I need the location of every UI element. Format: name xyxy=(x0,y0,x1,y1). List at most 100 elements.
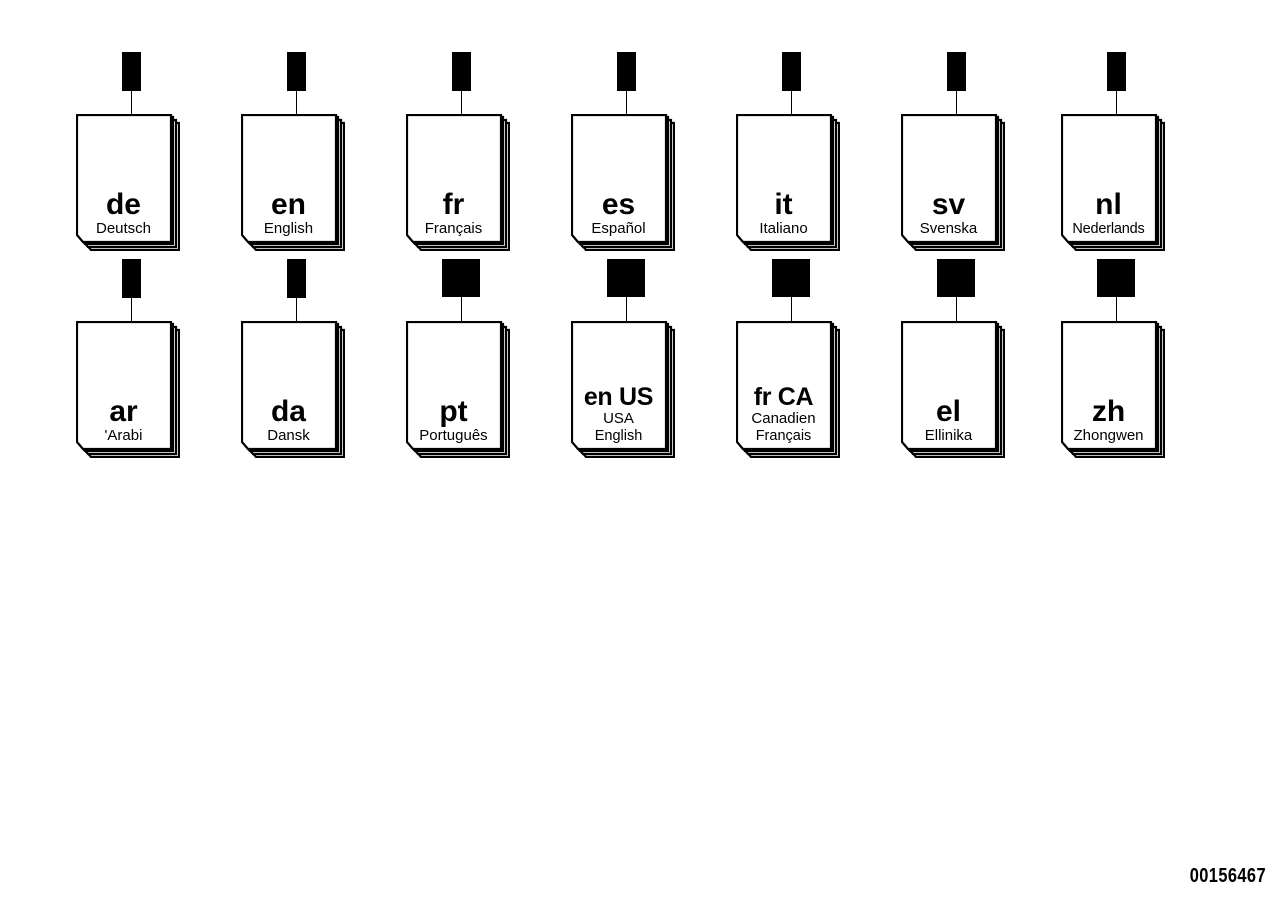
language-name: Español xyxy=(591,220,646,238)
connector-stem xyxy=(955,297,957,321)
connector-stem xyxy=(460,91,462,114)
connector-stem xyxy=(790,91,792,114)
connector-stem xyxy=(1115,297,1117,321)
connector-block-icon xyxy=(122,259,141,298)
connector-stem xyxy=(625,91,627,114)
language-code: en US xyxy=(583,382,654,411)
connector xyxy=(406,52,516,114)
language-code: el xyxy=(935,394,962,428)
connector xyxy=(241,52,351,114)
language-name: Svenska xyxy=(919,220,978,238)
connector-block-icon xyxy=(607,259,645,297)
connector-stem xyxy=(625,297,627,321)
language-name: Nederlands xyxy=(1072,220,1145,237)
connector xyxy=(571,52,681,114)
connector-block-icon xyxy=(937,259,975,297)
connector-block-icon xyxy=(772,259,810,297)
language-code: en xyxy=(270,187,306,221)
card-text: ar'Arabi xyxy=(76,321,171,450)
connector-stem xyxy=(295,298,297,321)
connector-block-icon xyxy=(1107,52,1126,91)
language-code: es xyxy=(601,187,636,221)
connector-stem xyxy=(1115,91,1117,114)
connector-block-icon xyxy=(1097,259,1135,297)
connector-stem xyxy=(460,297,462,321)
language-name: Deutsch xyxy=(95,220,152,238)
language-name: Français xyxy=(424,220,483,238)
connector-block-icon xyxy=(947,52,966,91)
connector-block-icon xyxy=(287,259,306,298)
language-code: ar xyxy=(109,394,138,428)
language-name: English xyxy=(263,220,314,238)
connector xyxy=(1061,259,1171,321)
connector-stem xyxy=(130,91,132,114)
connector-stem xyxy=(790,297,792,321)
language-name-secondary: English xyxy=(594,427,643,444)
language-name: Dansk xyxy=(267,427,310,445)
connector xyxy=(736,52,846,114)
language-name: USA xyxy=(603,410,634,428)
connector xyxy=(571,259,681,321)
language-node-ar[interactable]: ar'Arabi xyxy=(76,259,186,458)
language-code: zh xyxy=(1091,394,1126,428)
connector-stem xyxy=(295,91,297,114)
language-code: fr CA xyxy=(753,382,814,411)
reference-number: 00156467 xyxy=(1189,865,1266,887)
language-name-secondary: Français xyxy=(755,427,812,444)
language-code: it xyxy=(774,187,793,221)
connector-block-icon xyxy=(782,52,801,91)
connector xyxy=(406,259,516,321)
connector-block-icon xyxy=(442,259,480,297)
language-code: pt xyxy=(439,394,468,428)
document-stack-card[interactable]: ar'Arabi xyxy=(76,321,180,458)
language-name: Ellinika xyxy=(924,427,973,445)
connector xyxy=(901,52,1011,114)
connector-block-icon xyxy=(122,52,141,91)
language-code: nl xyxy=(1095,188,1122,222)
connector xyxy=(241,259,351,321)
language-code: fr xyxy=(442,187,465,221)
connector-block-icon xyxy=(617,52,636,91)
connector xyxy=(76,52,186,114)
